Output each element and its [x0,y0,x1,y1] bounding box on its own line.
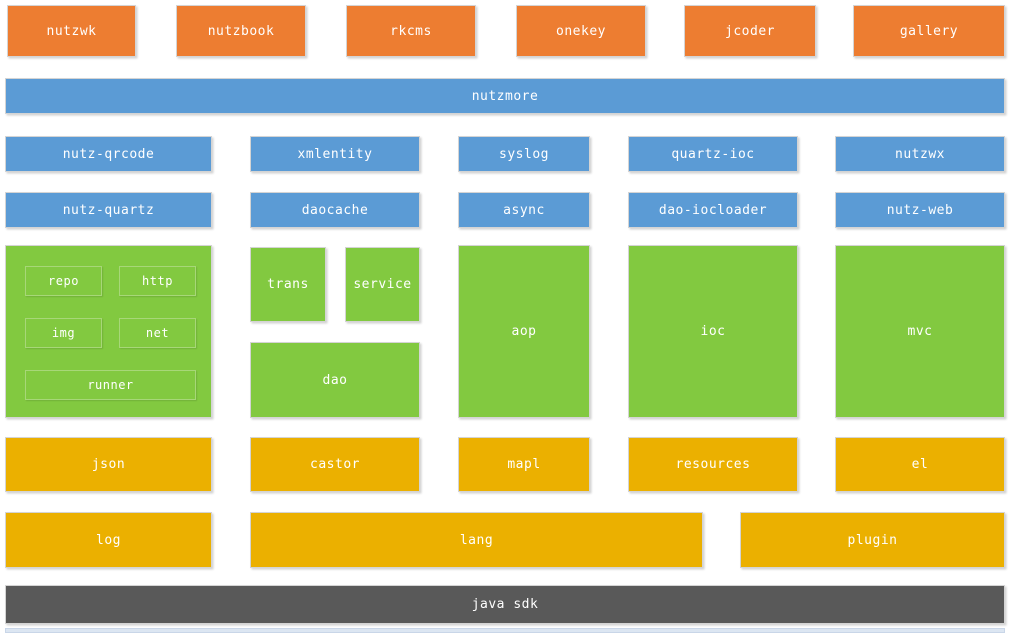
block-daocache: daocache [250,192,420,228]
block-ioc: ioc [628,245,798,418]
block-plugin: plugin [740,512,1005,568]
block-nutz-qrcode: nutz-qrcode [5,136,212,172]
block-runner: runner [25,370,196,400]
block-mvc: mvc [835,245,1005,418]
block-trans: trans [250,247,326,322]
block-aop: aop [458,245,590,418]
block-json: json [5,437,212,492]
block-core-tools-container: repo http img net runner [5,245,212,418]
block-repo: repo [25,266,102,296]
block-dao-iocloader: dao-iocloader [628,192,798,228]
block-castor: castor [250,437,420,492]
block-nutzwk: nutzwk [7,5,136,57]
block-syslog: syslog [458,136,590,172]
block-nutzmore: nutzmore [5,78,1005,114]
block-dao: dao [250,342,420,418]
block-rkcms: rkcms [346,5,476,57]
block-jcoder: jcoder [684,5,816,57]
block-quartz-ioc: quartz-ioc [628,136,798,172]
block-xmlentity: xmlentity [250,136,420,172]
block-nutz-quartz: nutz-quartz [5,192,212,228]
block-nutz-web: nutz-web [835,192,1005,228]
block-java-sdk: java sdk [5,585,1005,624]
bottom-cutoff-bar [5,628,1005,633]
block-http: http [119,266,196,296]
block-onekey: onekey [516,5,646,57]
block-service: service [345,247,420,322]
block-net: net [119,318,196,348]
block-resources: resources [628,437,798,492]
block-mapl: mapl [458,437,590,492]
block-nutzbook: nutzbook [176,5,306,57]
block-lang: lang [250,512,703,568]
block-log: log [5,512,212,568]
block-async: async [458,192,590,228]
block-gallery: gallery [853,5,1005,57]
block-el: el [835,437,1005,492]
block-img: img [25,318,102,348]
block-nutzwx: nutzwx [835,136,1005,172]
